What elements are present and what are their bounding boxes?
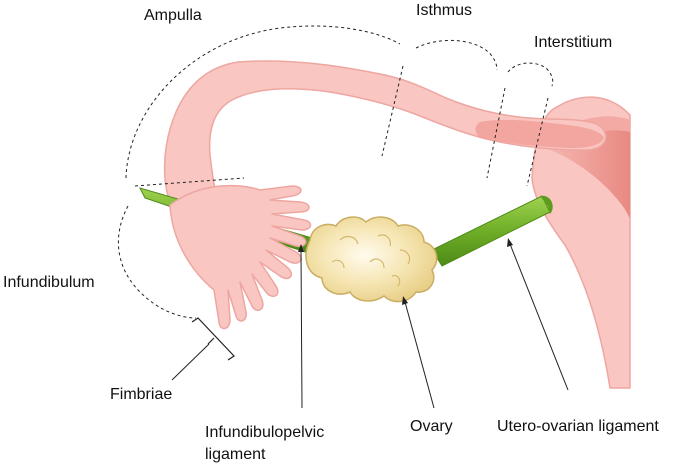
fimbriae-pointer bbox=[171, 343, 210, 381]
ovary bbox=[305, 216, 438, 303]
label-utero-ovarian: Utero-ovarian ligament bbox=[497, 418, 659, 435]
utero-ovarian-ligament-end bbox=[540, 195, 553, 214]
label-fimbriae: Fimbriae bbox=[110, 386, 172, 403]
ampulla-arc bbox=[125, 25, 401, 179]
ovary-pointer bbox=[402, 296, 435, 409]
interstitium-arc bbox=[507, 62, 554, 87]
label-infundibulopelvic-line1: Infundibulopelvic bbox=[205, 424, 324, 441]
label-interstitium: Interstitium bbox=[534, 34, 612, 51]
label-isthmus: Isthmus bbox=[416, 2, 472, 19]
label-infundibulum: Infundibulum bbox=[3, 274, 95, 291]
utero-ovarian-ligament bbox=[431, 195, 551, 267]
ampulla-infundibulum-divider bbox=[134, 177, 245, 187]
label-ampulla: Ampulla bbox=[144, 7, 202, 24]
uterus-cavity bbox=[545, 130, 630, 218]
infundibulum-arc bbox=[117, 205, 197, 319]
utero-ovarian-pointer bbox=[507, 238, 569, 391]
fimbriae-bracket bbox=[191, 317, 235, 361]
label-ovary: Ovary bbox=[410, 418, 453, 435]
label-infundibulopelvic-line2: ligament bbox=[205, 446, 266, 463]
isthmus-arc bbox=[415, 39, 498, 71]
infundibulum-shape bbox=[169, 184, 312, 330]
infundibulopelvic-pointer bbox=[298, 244, 304, 409]
